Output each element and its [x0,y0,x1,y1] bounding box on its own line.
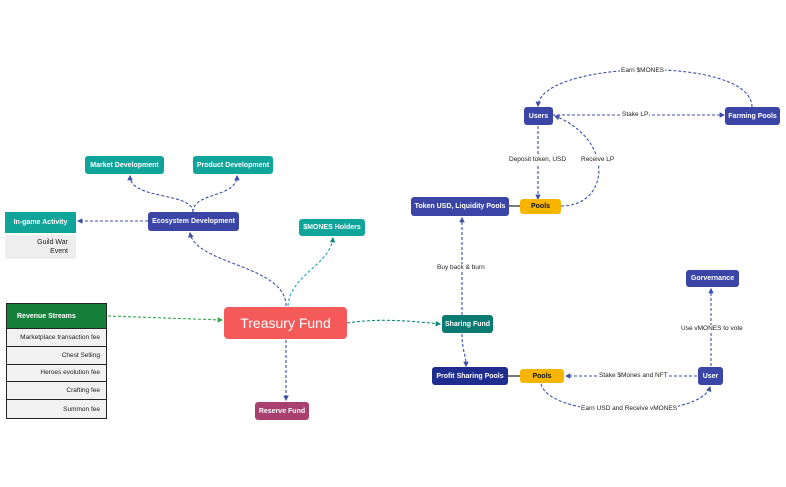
edge-label-stake-mones-nft: Stake $Mones and NFT [598,372,669,380]
edge-eco-market [127,174,194,213]
profit-sharing-pools-node[interactable]: Profit Sharing Pools [432,367,508,385]
edge-sharing-profit [461,333,469,368]
reserve-fund-node[interactable]: Reserve Fund [255,402,309,420]
product-development-node[interactable]: Product Development [193,156,273,174]
edge-label-use-vmones: Use vMONES to vote [680,325,744,333]
user-node[interactable]: User [698,367,723,385]
revenue-streams-table: Revenue Streams Marketplace transaction … [6,303,107,419]
edge-label-earn-usd: Earn USD and Receive vMONES [580,405,679,413]
edge-label-buy-back: Buy back & burn [436,264,486,272]
edge-label-receive-lp: Receive LP [580,156,616,164]
revenue-row-heroes-evolution: Heroes evolution fee [7,364,106,383]
edge-treasury-sharing [346,319,442,327]
governance-node[interactable]: Gorvernance [686,270,739,287]
token-usd-liquidity-pools-node[interactable]: Token USD, Liquidity Pools [411,197,509,216]
edge-label-earn-mones: Earn $MONES [620,67,665,75]
edge-label-stake-lp: Stake LP [621,111,650,119]
edge-treasury-holders [287,236,336,307]
edge-treasury-eco [188,231,287,307]
edge-label-deposit: Deposit token, USD [508,156,568,164]
ingame-activity-node[interactable]: In-game Activity [5,212,76,233]
revenue-streams-header[interactable]: Revenue Streams [7,304,106,329]
revenue-row-crafting-fee: Crafting fee [7,382,106,401]
revenue-row-chest-selling: Chest Selling [7,346,106,365]
users-node[interactable]: Users [524,107,553,125]
farming-pools-node[interactable]: Farming Pools [725,107,780,125]
pools-top-node[interactable]: Pools [520,199,561,214]
ingame-event: Event [50,248,68,255]
treasury-fund-node[interactable]: Treasury Fund [224,307,347,339]
sharing-fund-node[interactable]: Sharing Fund [442,315,493,333]
edge-pools-users [553,115,600,207]
ingame-guild-war: Guild War [37,239,68,246]
pools-bottom-node[interactable]: Pools [520,369,564,383]
ecosystem-development-node[interactable]: Ecosystem Development [148,212,239,231]
edge-farming-users [535,69,753,108]
revenue-row-marketplace-fee: Marketplace transaction fee [7,329,106,347]
edge-revenue-treasury [107,315,224,323]
edge-eco-product [192,174,240,213]
revenue-row-summon-fee: Summon fee [7,400,106,418]
mones-holders-node[interactable]: $MONES Holders [299,219,365,236]
ingame-activity-details: Guild War Event [5,235,76,259]
market-development-node[interactable]: Market Development [85,156,164,174]
